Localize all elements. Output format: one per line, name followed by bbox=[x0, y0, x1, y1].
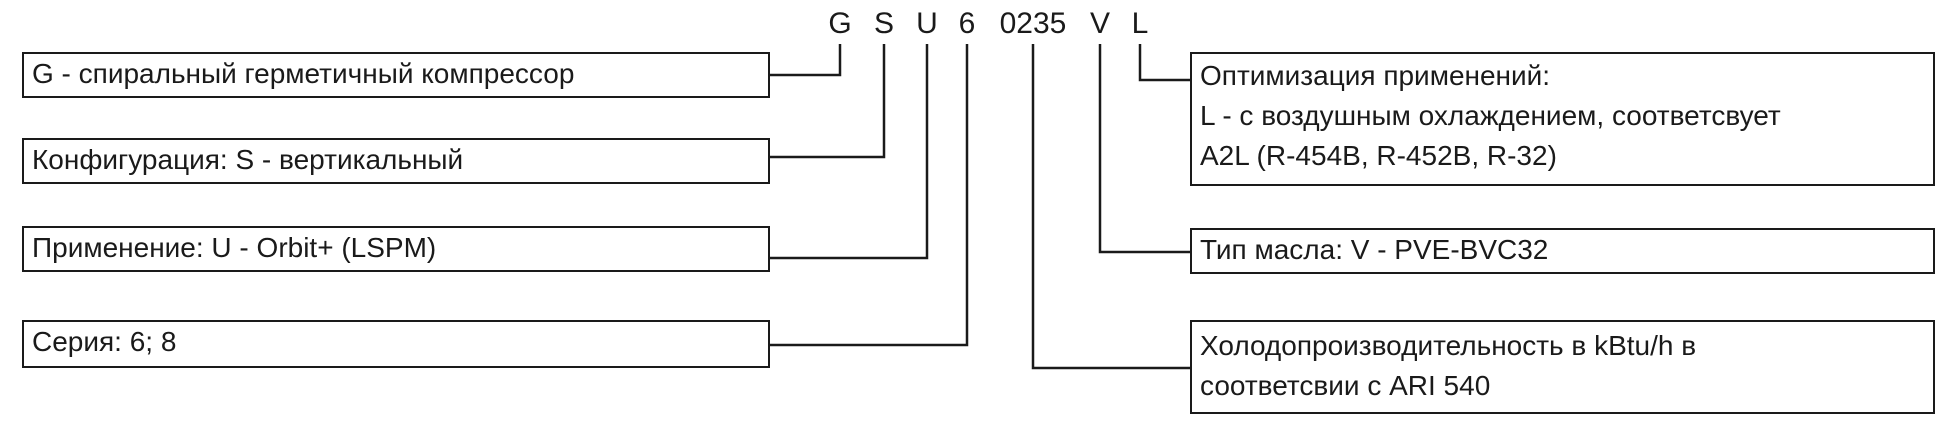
box-oil-text: Тип масла: V - PVE-BVC32 bbox=[1200, 234, 1549, 265]
box-oil: Тип масла: V - PVE-BVC32 bbox=[1190, 228, 1935, 274]
code-letter-u: U bbox=[916, 7, 938, 40]
box-application: Применение: U - Orbit+ (LSPM) bbox=[22, 226, 770, 272]
box-application-text: Применение: U - Orbit+ (LSPM) bbox=[32, 232, 437, 263]
connector-u bbox=[770, 44, 929, 260]
box-capacity-line1: Холодопроизводительность в kBtu/h в bbox=[1200, 330, 1697, 361]
box-capacity: Холодопроизводительность в kBtu/h в соот… bbox=[1190, 320, 1935, 414]
box-series: Серия: 6; 8 bbox=[22, 320, 770, 368]
box-optimization-title: Оптимизация применений: bbox=[1200, 60, 1551, 91]
box-compressor: G - спиральный герметичный компрессор bbox=[22, 52, 770, 98]
code-letter-g: G bbox=[828, 7, 852, 40]
box-compressor-text: G - спиральный герметичный компрессор bbox=[32, 58, 575, 89]
connector-6 bbox=[770, 44, 969, 347]
connector-l bbox=[1138, 44, 1190, 82]
connector-v bbox=[1098, 44, 1190, 254]
box-configuration-text: Конфигурация: S - вертикальный bbox=[32, 144, 464, 175]
connector-0235 bbox=[1031, 44, 1190, 370]
connector-g bbox=[770, 44, 842, 77]
box-optimization-line1: L - с воздушным охлаждением, соответсвуе… bbox=[1200, 100, 1781, 131]
box-optimization: Оптимизация применений: L - с воздушным … bbox=[1190, 52, 1935, 186]
box-configuration: Конфигурация: S - вертикальный bbox=[22, 138, 770, 184]
code-letter-s: S bbox=[873, 7, 894, 40]
code-letter-v: V bbox=[1089, 7, 1110, 40]
code-letter-0235: 0235 bbox=[999, 7, 1067, 40]
box-series-text: Серия: 6; 8 bbox=[32, 326, 177, 357]
box-optimization-line2: A2L (R-454B, R-452B, R-32) bbox=[1200, 140, 1557, 171]
code-letter-l: L bbox=[1131, 7, 1149, 40]
code-letter-6: 6 bbox=[958, 7, 976, 40]
box-capacity-line2: соответсвии с ARI 540 bbox=[1200, 370, 1491, 401]
connector-s bbox=[770, 44, 886, 159]
